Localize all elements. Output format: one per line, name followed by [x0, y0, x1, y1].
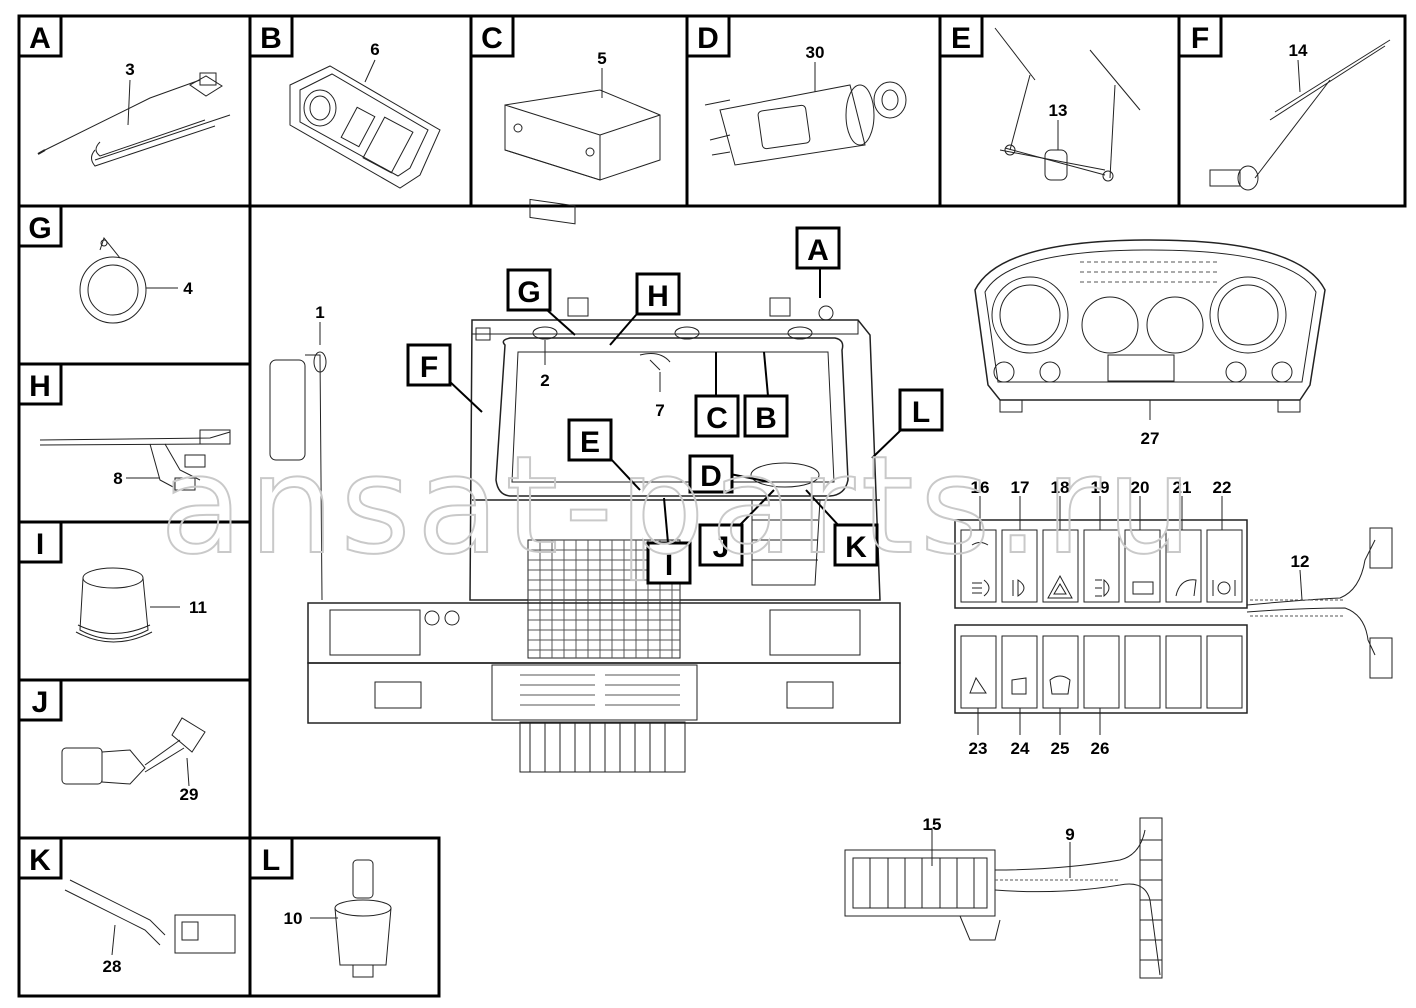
fuse-box-harness: [844, 817, 1163, 979]
callout-letter: B: [755, 402, 777, 435]
part-number-20: 20: [1131, 478, 1150, 497]
callout-letter: J: [713, 531, 730, 564]
panel-letter-text: I: [36, 528, 44, 561]
part-number-9: 9: [1065, 825, 1074, 844]
part-number-27: 27: [1141, 429, 1160, 448]
panel-letter-text: C: [481, 22, 503, 55]
callout-letter: H: [647, 280, 669, 313]
callout-letter: F: [420, 351, 438, 384]
radio-illustration: [504, 89, 661, 225]
cab-front-view: [269, 297, 901, 773]
sensor-illustration: [334, 859, 392, 978]
part-number-7: 7: [655, 401, 664, 420]
panel-letter-C: C: [469, 14, 515, 58]
callout-cab-L: L: [871, 388, 944, 459]
part-number-19: 19: [1091, 478, 1110, 497]
panel-letter-text: K: [29, 844, 51, 877]
panel-letter-A: A: [17, 14, 63, 58]
part-number-3: 3: [125, 60, 134, 79]
part-number-18: 18: [1051, 478, 1070, 497]
part-number-24: 24: [1011, 739, 1030, 758]
callout-cab-J: J: [698, 489, 775, 567]
callout-letter: C: [706, 402, 728, 435]
panel-letter-text: G: [28, 212, 51, 245]
part-number-30: 30: [806, 43, 825, 62]
wiper-arm-illustration: [1209, 39, 1391, 191]
callout-cab-K: K: [805, 489, 879, 567]
part-number-14: 14: [1289, 41, 1308, 60]
callout-cab-F: F: [406, 343, 483, 413]
lamp-illustration: [75, 567, 153, 643]
part-number-21: 21: [1173, 478, 1192, 497]
callout-cab-C: C: [694, 352, 740, 438]
callout-cab-A: A: [795, 226, 841, 298]
callout-letter: I: [665, 549, 673, 582]
callout-cab-I: I: [646, 497, 692, 585]
callout-letter: G: [517, 276, 540, 309]
panel-letter-text: D: [697, 22, 719, 55]
part-number-29: 29: [180, 785, 199, 804]
stalk-lever-illustration: [64, 879, 236, 954]
callout-cab-E: E: [567, 418, 641, 491]
panel-letter-G: G: [17, 204, 63, 248]
panel-letter-text: F: [1191, 22, 1209, 55]
callout-letter: D: [700, 460, 722, 493]
callout-cab-D: D: [688, 454, 771, 494]
part-number-11: 11: [189, 598, 207, 617]
watermark-text: ansat-parts.ru: [160, 427, 1198, 584]
part-number-2: 2: [540, 371, 549, 390]
panel-letter-B: B: [248, 14, 294, 58]
part-number-25: 25: [1051, 739, 1070, 758]
instrument-cluster: [974, 239, 1326, 413]
panel-letter-text: B: [260, 22, 282, 55]
part-number-8: 8: [113, 469, 122, 488]
horn-illustration: [79, 236, 147, 324]
part-number-28: 28: [103, 957, 122, 976]
panel-letter-H: H: [17, 362, 63, 406]
panel-letter-D: D: [685, 14, 731, 58]
callout-cab-H: H: [609, 272, 681, 346]
panel-letter-text: A: [29, 22, 51, 55]
part-number-10: 10: [284, 909, 303, 928]
callout-letter: E: [580, 426, 600, 459]
part-number-16: 16: [971, 478, 990, 497]
panel-letter-L: L: [248, 836, 294, 880]
wiper-linkage-illustration: [994, 27, 1141, 182]
part-number-6: 6: [370, 40, 379, 59]
panel-letter-J: J: [17, 678, 63, 722]
switch-harness: [1246, 527, 1393, 679]
callout-cab-B: B: [743, 351, 789, 438]
stalk-switch-illustration: [61, 717, 206, 785]
panel-letter-text: L: [262, 844, 280, 877]
part-number-17: 17: [1011, 478, 1030, 497]
part-number-12: 12: [1291, 552, 1310, 571]
callout-letter: K: [845, 531, 867, 564]
callout-letter: A: [807, 234, 829, 267]
part-number-5: 5: [597, 49, 606, 68]
panel-letter-I: I: [17, 520, 63, 564]
part-number-4: 4: [183, 279, 193, 298]
switch-module-illustration: [289, 65, 441, 189]
harness-segment-illustration: [39, 429, 231, 491]
part-number-22: 22: [1213, 478, 1232, 497]
panel-letter-text: H: [29, 370, 51, 403]
panel-letter-K: K: [17, 836, 63, 880]
callout-letter: L: [912, 396, 930, 429]
callout-cab-G: G: [506, 268, 576, 336]
panel-letter-text: J: [32, 686, 49, 719]
panel-letter-E: E: [938, 14, 984, 58]
panel-letter-F: F: [1177, 14, 1223, 58]
part-number-15: 15: [923, 815, 942, 834]
antenna-cable-illustration: [37, 72, 231, 167]
part-number-1: 1: [315, 303, 324, 322]
part-number-23: 23: [969, 739, 988, 758]
ignition-switch-illustration: [704, 81, 907, 166]
panel-letter-text: E: [951, 22, 971, 55]
part-number-26: 26: [1091, 739, 1110, 758]
part-number-13: 13: [1049, 101, 1068, 120]
